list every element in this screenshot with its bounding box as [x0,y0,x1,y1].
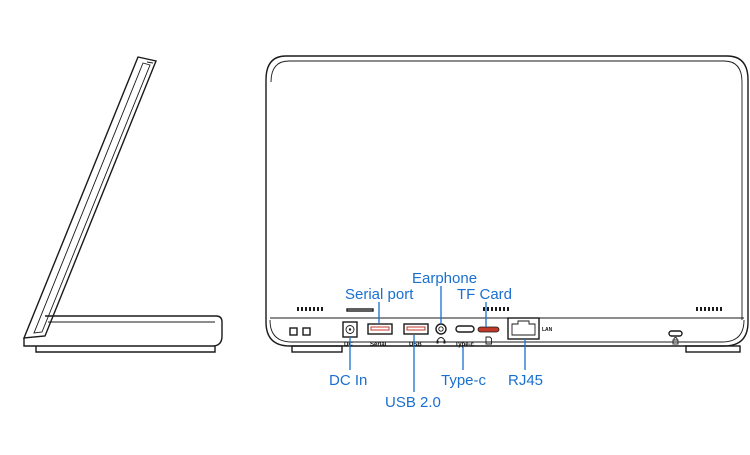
lock-slot [668,330,683,345]
port-label-usb: USB [409,342,422,348]
usb-port: USB [403,323,429,348]
tf-card-slot [477,326,500,345]
callout-leaders [349,286,526,392]
sd-card-icon [485,336,492,345]
back-view: DC Serial USB Type-c [265,55,749,411]
side-view [22,56,223,353]
side-base [23,315,223,347]
back-foot-left [291,345,343,353]
earphone-jack [435,323,447,344]
vent-mid [483,307,509,311]
callout-serial-port: Serial port [345,286,414,303]
button-square-2 [302,327,311,336]
port-label-serial: Serial [370,342,387,348]
callout-type-c: Type-c [441,372,487,389]
headphone-icon [436,337,446,344]
serial-port: Serial [367,323,393,348]
callout-rj45: RJ45 [508,372,543,389]
center-slot [346,308,374,312]
type-c-port: Type-c [455,325,475,348]
button-square-1 [289,327,298,336]
lock-icon [672,337,679,345]
back-foot-right [685,345,741,353]
side-foot [35,346,216,353]
vent-left [297,307,323,311]
callout-dc-in: DC In [329,372,367,389]
port-label-dc: DC [344,342,353,348]
side-screen-panel [22,56,157,339]
rj45-port: LAN [507,317,553,340]
port-label-type-c: Type-c [455,342,475,348]
vent-right [696,307,722,311]
callout-usb-2: USB 2.0 [385,394,441,411]
callout-earphone: Earphone [412,270,477,287]
callout-tf-card: TF Card [457,286,512,303]
port-label-lan: LAN [542,327,553,333]
